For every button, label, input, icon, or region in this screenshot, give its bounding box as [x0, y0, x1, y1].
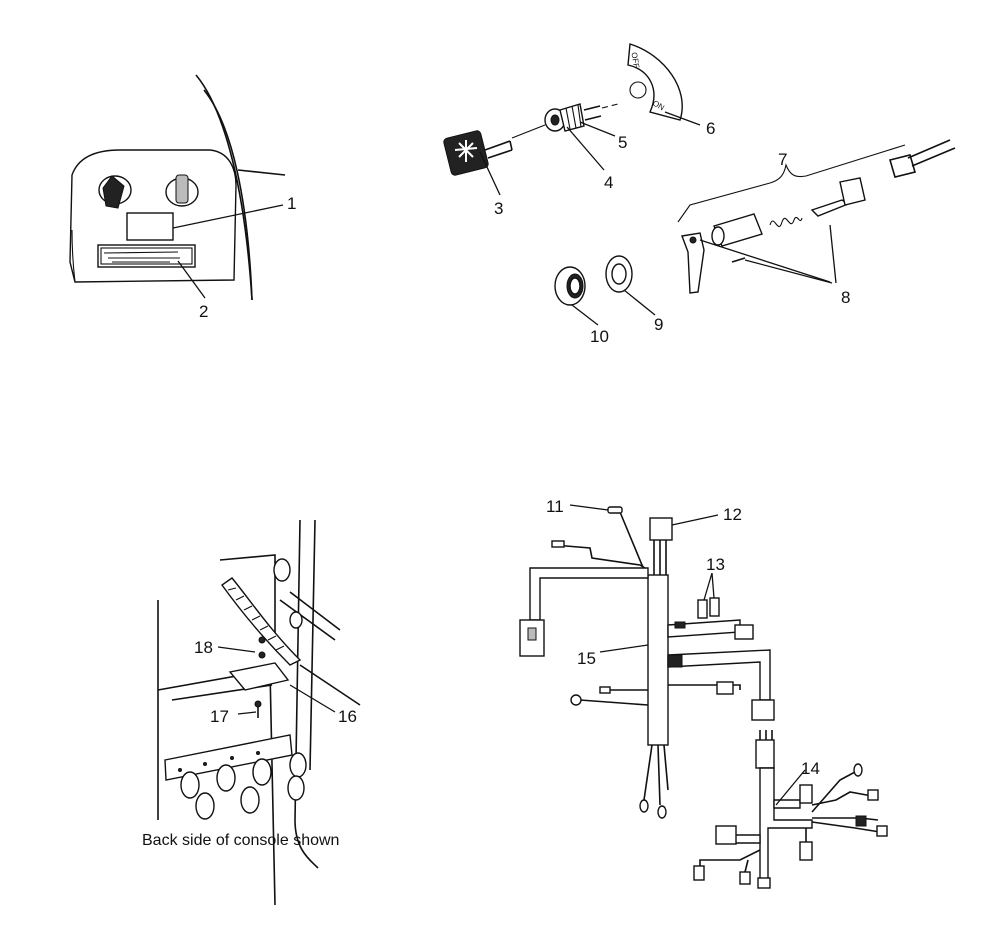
callout-18: 18	[194, 638, 213, 657]
throttle-switch-icon	[165, 174, 199, 207]
callout-11: 11	[546, 497, 564, 516]
console-back-view: 18 17 16	[157, 519, 361, 906]
caption: Back side of console shown	[142, 832, 339, 849]
callout-12: 12	[723, 505, 742, 524]
key-icon	[443, 130, 513, 176]
callout-5: 5	[618, 133, 627, 152]
off-on-decal: OFF ON	[627, 43, 683, 121]
callout-1: 1	[287, 194, 296, 213]
callout-4: 4	[604, 173, 613, 192]
callout-6: 6	[706, 119, 715, 138]
callout-14: 14	[801, 759, 820, 778]
nut-icon	[554, 266, 586, 306]
callout-16: 16	[338, 707, 357, 726]
ignition-switch-icon	[544, 103, 602, 132]
console-front-view: 1 2	[69, 74, 296, 321]
ignition-switch-icon	[98, 175, 132, 209]
wiring-harness-main: 11 12 13 15	[519, 497, 775, 819]
svg-text:OFF: OFF	[629, 52, 641, 69]
throttle-switch-assembly: 7 8	[677, 139, 956, 307]
callout-17: 17	[210, 707, 229, 726]
wiring-harness-secondary: 14	[693, 730, 888, 889]
callout-15: 15	[577, 649, 596, 668]
callout-2: 2	[199, 302, 208, 321]
callout-9: 9	[654, 315, 663, 334]
callout-7: 7	[778, 150, 787, 169]
callout-8: 8	[841, 288, 850, 307]
callout-13: 13	[706, 555, 725, 574]
lock-washer-icon	[605, 255, 633, 293]
callout-3: 3	[494, 199, 503, 218]
decal-1	[126, 212, 174, 241]
decal-2	[97, 244, 196, 268]
nut-and-washer: 10 9	[554, 255, 663, 346]
key-switch-assembly: OFF ON 3 4 5 6	[443, 43, 715, 218]
callout-10: 10	[590, 327, 609, 346]
